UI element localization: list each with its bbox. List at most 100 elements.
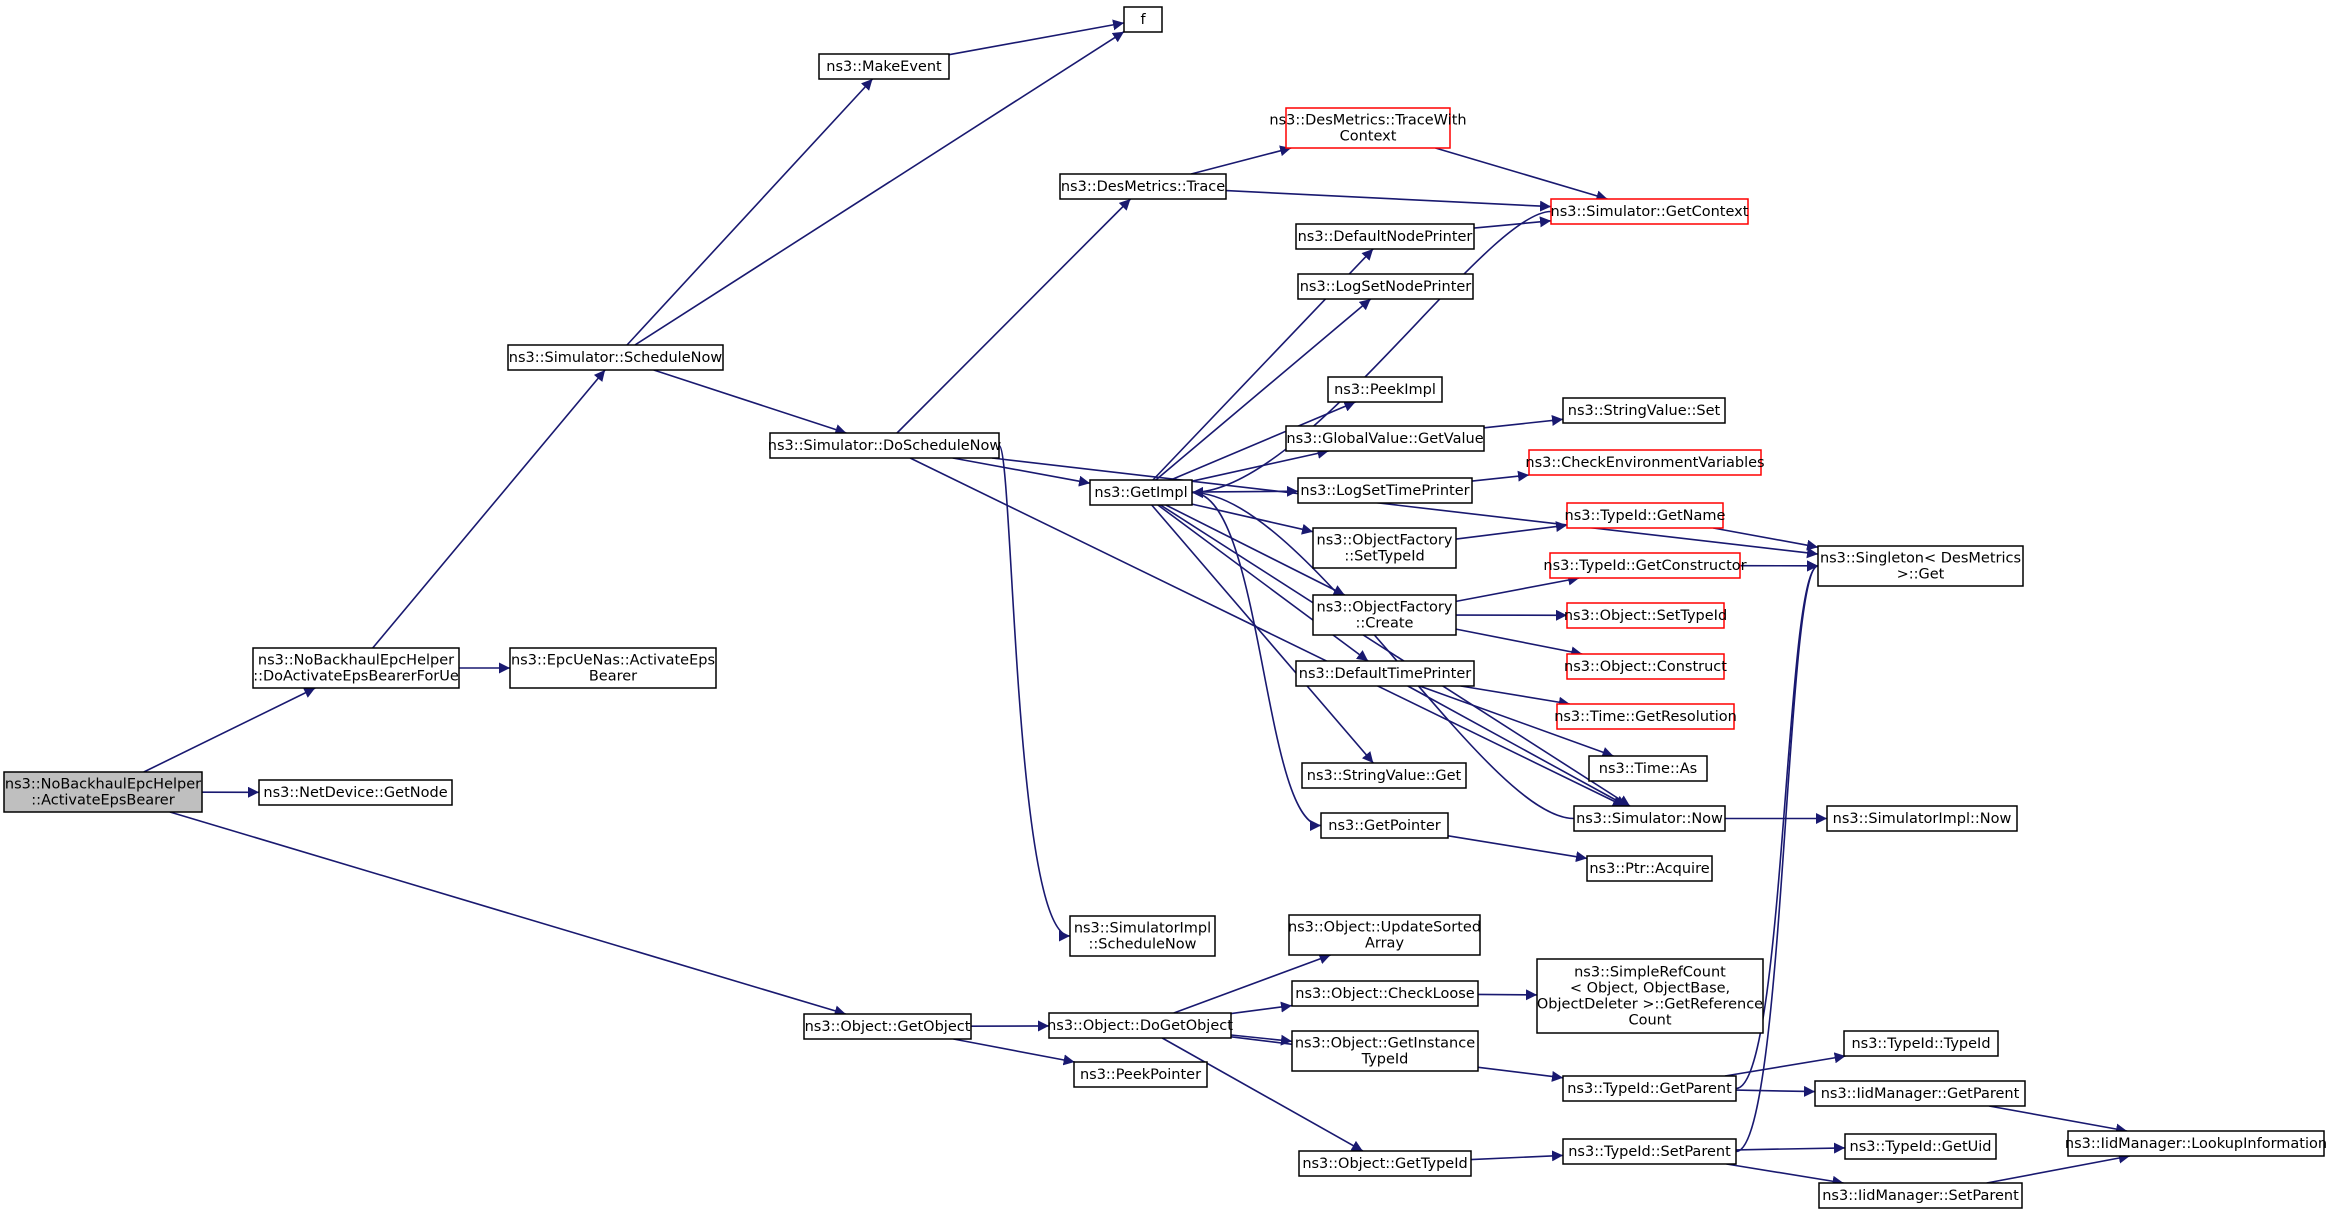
edge-of-create-to-type-id-get-constructor xyxy=(1455,574,1580,603)
node-label-line: ns3::GlobalValue::GetValue xyxy=(1286,431,1483,447)
node-f[interactable]: f xyxy=(1123,6,1163,33)
node-label-line: ns3::MakeEvent xyxy=(826,59,942,75)
node-global-value-get-value[interactable]: ns3::GlobalValue::GetValue xyxy=(1285,425,1485,452)
node-iid-lookup[interactable]: ns3::IidManager::LookupInformation xyxy=(2065,1130,2327,1157)
node-label-line: ns3::ObjectFactory xyxy=(1317,600,1453,616)
node-default-time-printer[interactable]: ns3::DefaultTimePrinter xyxy=(1295,660,1475,687)
node-label-line: ns3::PeekPointer xyxy=(1080,1067,1201,1083)
node-box xyxy=(1295,223,1475,250)
node-sim-impl-schedule-now[interactable]: ns3::SimulatorImpl::ScheduleNow xyxy=(1069,915,1216,957)
node-log-set-node-printer[interactable]: ns3::LogSetNodePrinter xyxy=(1297,273,1474,300)
node-ptr-acquire[interactable]: ns3::Ptr::Acquire xyxy=(1586,855,1713,882)
edge-get-impl-to-of-create xyxy=(1165,504,1346,596)
node-label-line: ns3::TypeId::GetParent xyxy=(1567,1081,1732,1097)
node-type-id-get-uid[interactable]: ns3::TypeId::GetUid xyxy=(1844,1133,1997,1160)
node-box xyxy=(1556,703,1735,730)
node-check-env[interactable]: ns3::CheckEnvironmentVariables xyxy=(1525,449,1765,476)
node-box xyxy=(3,771,203,813)
node-do-schedule-now[interactable]: ns3::Simulator::DoScheduleNow xyxy=(768,432,1002,459)
edge-do-schedule-now-to-des-trace xyxy=(896,198,1132,434)
node-label-line: ns3::ObjectFactory xyxy=(1317,533,1453,549)
node-get-object[interactable]: ns3::Object::GetObject xyxy=(803,1013,972,1040)
node-box xyxy=(1301,762,1467,789)
node-get-pointer[interactable]: ns3::GetPointer xyxy=(1320,812,1449,839)
node-iid-get-parent[interactable]: ns3::IidManager::GetParent xyxy=(1814,1080,2026,1107)
node-label-line: ObjectDeleter >::GetReference xyxy=(1537,997,1763,1013)
node-check-loose[interactable]: ns3::Object::CheckLoose xyxy=(1291,980,1479,1007)
node-iid-set-parent[interactable]: ns3::IidManager::SetParent xyxy=(1818,1182,2023,1209)
node-string-value-set[interactable]: ns3::StringValue::Set xyxy=(1562,397,1726,424)
node-label-line: ns3::StringValue::Get xyxy=(1307,768,1462,784)
edge-of-create-to-object-construct xyxy=(1455,628,1583,658)
node-label-line: ns3::EpcUeNas::ActivateEps xyxy=(511,653,715,669)
node-do-get-object[interactable]: ns3::Object::DoGetObject xyxy=(1047,1012,1233,1039)
node-sim-impl-now[interactable]: ns3::SimulatorImpl::Now xyxy=(1826,805,2018,832)
node-label-line: ::SetTypeId xyxy=(1344,549,1424,565)
node-box xyxy=(1327,376,1443,403)
node-box xyxy=(1549,552,1741,579)
edge-do-get-object-to-object-get-type-id xyxy=(1161,1037,1364,1152)
node-label-line: >::Get xyxy=(1897,567,1945,583)
node-type-id-get-parent[interactable]: ns3::TypeId::GetParent xyxy=(1562,1075,1737,1102)
node-simulator-now[interactable]: ns3::Simulator::Now xyxy=(1573,805,1726,832)
node-singleton-get[interactable]: ns3::Singleton< DesMetrics >::Get xyxy=(1817,545,2024,587)
node-time-get-resolution[interactable]: ns3::Time::GetResolution xyxy=(1554,703,1737,730)
node-default-node-printer[interactable]: ns3::DefaultNodePrinter xyxy=(1295,223,1475,250)
node-box xyxy=(1291,1030,1479,1072)
node-label-line: ns3::GetPointer xyxy=(1328,818,1441,834)
edge-simulator-now-to-get-impl xyxy=(1191,487,1575,820)
node-of-set-type-id[interactable]: ns3::ObjectFactory::SetTypeId xyxy=(1312,527,1457,569)
node-type-id-set-parent[interactable]: ns3::TypeId::SetParent xyxy=(1562,1138,1737,1165)
node-box xyxy=(1069,915,1216,957)
edge-schedule-now-to-f xyxy=(634,31,1125,346)
edge-des-trace-to-trace-with-context xyxy=(1190,145,1292,175)
edge-trace-with-context-to-get-context xyxy=(1435,147,1608,202)
node-label-line: ns3::Object::Construct xyxy=(1564,659,1727,675)
node-des-trace[interactable]: ns3::DesMetrics::Trace xyxy=(1059,173,1227,200)
edge-get-impl-to-of-set-type-id xyxy=(1191,503,1314,535)
node-box xyxy=(1573,805,1726,832)
node-label-line: ns3::IidManager::GetParent xyxy=(1821,1086,2020,1102)
node-of-create[interactable]: ns3::ObjectFactory::Create xyxy=(1312,594,1457,636)
node-type-id-get-name[interactable]: ns3::TypeId::GetName xyxy=(1565,502,1726,529)
node-object-construct[interactable]: ns3::Object::Construct xyxy=(1564,653,1727,680)
node-log-set-time-printer[interactable]: ns3::LogSetTimePrinter xyxy=(1297,477,1473,504)
node-box xyxy=(1123,6,1163,33)
node-box xyxy=(1562,1075,1737,1102)
edge-get-impl-to-log-set-time-printer xyxy=(1191,485,1299,497)
node-type-id-type-id[interactable]: ns3::TypeId::TypeId xyxy=(1843,1030,1999,1057)
node-label-line: ns3::TypeId::GetName xyxy=(1565,508,1726,524)
node-object-get-type-id[interactable]: ns3::Object::GetTypeId xyxy=(1298,1150,1472,1177)
edge-root-to-get-object xyxy=(169,811,846,1017)
node-label-line: ns3::Object::GetTypeId xyxy=(1302,1156,1467,1172)
node-type-id-get-constructor[interactable]: ns3::TypeId::GetConstructor xyxy=(1543,552,1747,579)
node-label-line: ::ActivateEpsBearer xyxy=(31,793,174,809)
node-label-line: ns3::DesMetrics::Trace xyxy=(1061,179,1225,195)
node-get-impl[interactable]: ns3::GetImpl xyxy=(1089,479,1193,506)
node-box xyxy=(803,1013,972,1040)
node-peek-pointer[interactable]: ns3::PeekPointer xyxy=(1073,1061,1208,1088)
node-box xyxy=(1562,397,1726,424)
node-get-node[interactable]: ns3::NetDevice::GetNode xyxy=(258,779,453,806)
edge-schedule-now-to-do-schedule-now xyxy=(653,369,847,435)
node-time-as[interactable]: ns3::Time::As xyxy=(1588,755,1708,782)
node-epc-activate[interactable]: ns3::EpcUeNas::ActivateEpsBearer xyxy=(509,647,717,689)
node-root[interactable]: ns3::NoBackhaulEpcHelper::ActivateEpsBea… xyxy=(3,771,203,813)
node-object-set-type-id[interactable]: ns3::Object::SetTypeId xyxy=(1564,602,1727,629)
node-simple-ref-count[interactable]: ns3::SimpleRefCount< Object, ObjectBase,… xyxy=(1536,958,1764,1034)
node-label-line: ns3::Simulator::DoScheduleNow xyxy=(768,438,1002,454)
node-schedule-now[interactable]: ns3::Simulator::ScheduleNow xyxy=(507,344,724,371)
node-make-event[interactable]: ns3::MakeEvent xyxy=(818,53,950,80)
node-label-line: ns3::Time::As xyxy=(1599,761,1697,777)
node-get-context[interactable]: ns3::Simulator::GetContext xyxy=(1550,198,1749,225)
node-label-line: ns3::Object::GetObject xyxy=(805,1019,971,1035)
node-label-line: ns3::DefaultNodePrinter xyxy=(1298,229,1473,245)
node-string-value-get[interactable]: ns3::StringValue::Get xyxy=(1301,762,1467,789)
node-peek-impl[interactable]: ns3::PeekImpl xyxy=(1327,376,1443,403)
node-box xyxy=(1550,198,1749,225)
edge-get-impl-to-log-set-node-printer xyxy=(1155,298,1372,481)
node-do-activate[interactable]: ns3::NoBackhaulEpcHelper::DoActivateEpsB… xyxy=(252,647,460,689)
